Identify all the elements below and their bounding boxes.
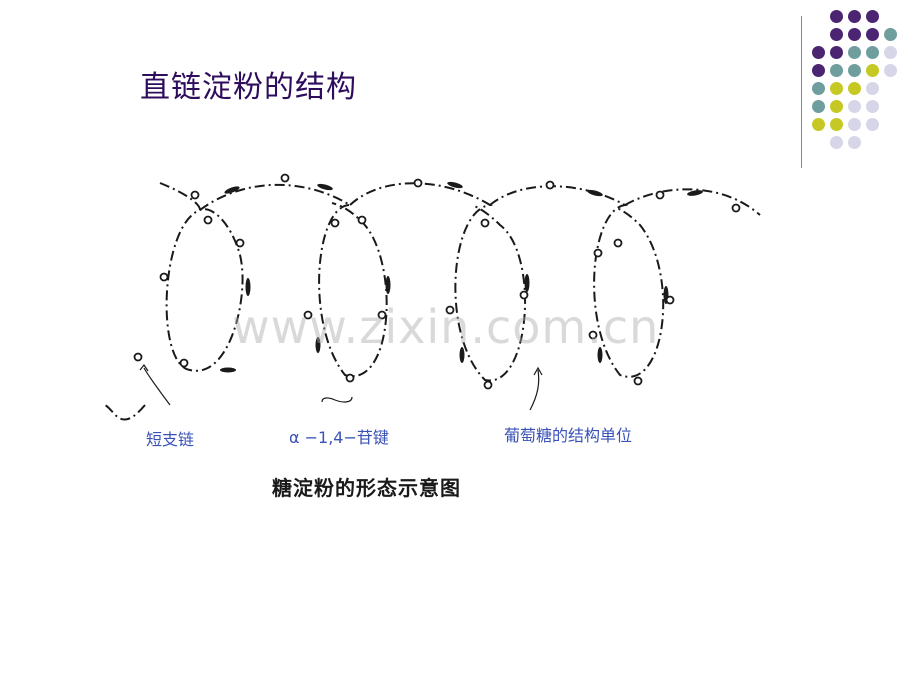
decor-dot	[866, 64, 879, 77]
decor-dot	[866, 28, 879, 41]
decor-dot	[848, 10, 861, 23]
glucose-units	[133, 173, 741, 390]
decor-dot	[848, 82, 861, 95]
decor-dot	[848, 136, 861, 149]
label-glycosidic-bond: α −1,4−苷键	[289, 428, 389, 447]
label-short-branch: 短支链	[146, 430, 195, 449]
decor-dot	[848, 118, 861, 131]
decor-dot	[812, 64, 825, 77]
decorative-dot-grid	[812, 10, 912, 150]
decor-dot	[848, 28, 861, 41]
decor-dot	[830, 100, 843, 113]
label-pointers	[139, 363, 543, 411]
decor-dot	[812, 100, 825, 113]
amylose-helix-diagram	[104, 173, 761, 421]
decor-dot	[830, 28, 843, 41]
decor-dot	[884, 64, 897, 77]
decor-dot	[830, 118, 843, 131]
decor-dot	[812, 82, 825, 95]
decor-dot	[866, 118, 879, 131]
decor-dot	[866, 100, 879, 113]
decor-dot	[830, 136, 843, 149]
decor-dot	[866, 10, 879, 23]
helix-bond-marks	[220, 181, 703, 373]
decor-dot	[884, 46, 897, 59]
decor-dot	[830, 64, 843, 77]
watermark: www.zixin.com.cn	[232, 300, 660, 354]
decor-dot	[884, 28, 897, 41]
diagram-caption: 糖淀粉的形态示意图	[272, 476, 461, 500]
decor-dot	[866, 82, 879, 95]
decor-dot	[830, 10, 843, 23]
decor-dot	[848, 46, 861, 59]
decor-dot	[848, 100, 861, 113]
decor-dot	[812, 118, 825, 131]
decor-dot	[848, 64, 861, 77]
vertical-rule	[801, 16, 802, 168]
decor-dot	[812, 46, 825, 59]
decor-dot	[830, 46, 843, 59]
slide-title: 直链淀粉的结构	[140, 70, 357, 105]
decor-dot	[866, 46, 879, 59]
label-glucose-unit: 葡萄糖的结构单位	[504, 426, 633, 445]
decor-dot	[830, 82, 843, 95]
